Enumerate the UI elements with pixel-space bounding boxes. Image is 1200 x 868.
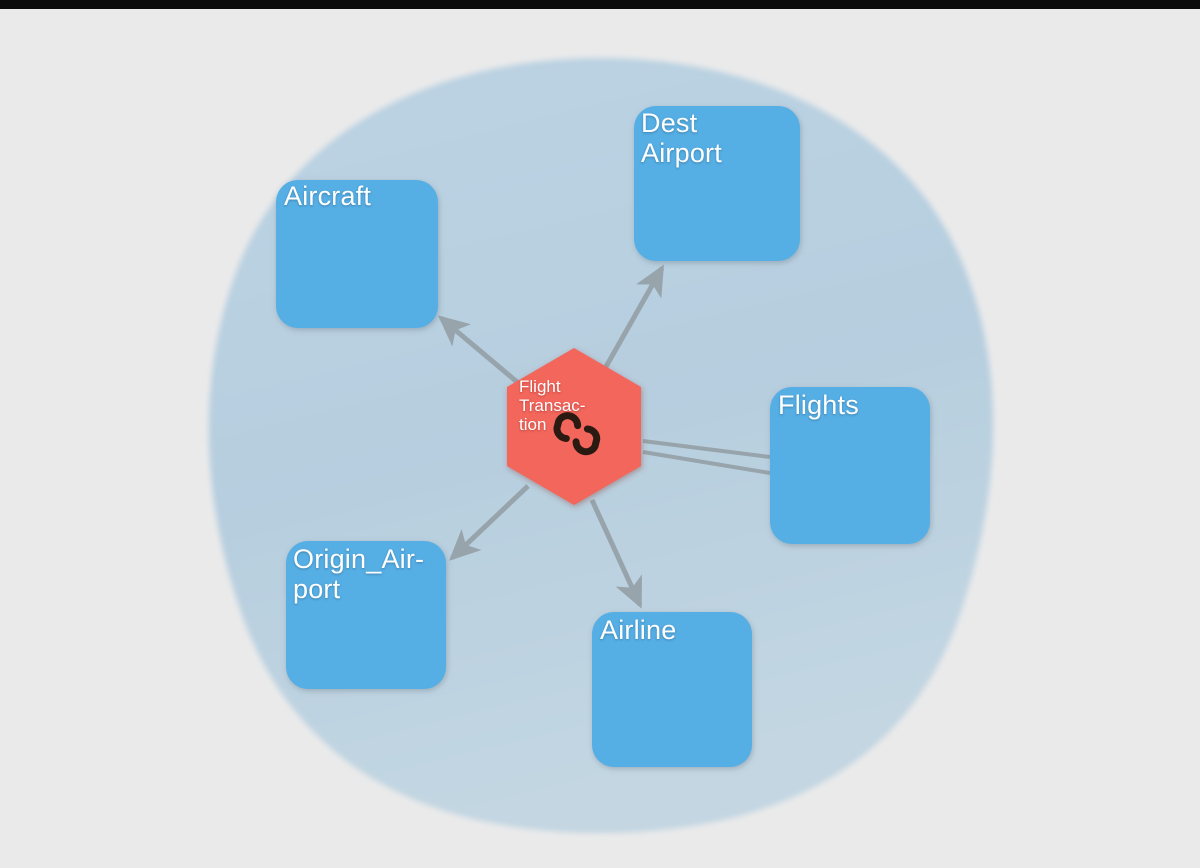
entity-node-origin-airport[interactable]	[286, 541, 446, 689]
center-node-flight-transaction[interactable]	[507, 348, 641, 505]
edge-flight-transaction-to-airline	[589, 498, 643, 609]
link-icon	[553, 412, 601, 456]
entity-node-dest-airport[interactable]	[634, 106, 800, 261]
top-black-bar	[0, 0, 1200, 9]
edge-flight-transaction-to-dest-airport	[600, 264, 665, 374]
edge-flight-transaction-to-aircraft	[437, 315, 531, 394]
entity-node-aircraft[interactable]	[276, 180, 438, 328]
entity-node-airline[interactable]	[592, 612, 752, 767]
edge-layer	[437, 264, 771, 609]
edge-flight-transaction-to-origin-airport	[449, 484, 530, 561]
edge-flight-transaction-to-flights	[642, 439, 771, 475]
entity-node-flights[interactable]	[770, 387, 930, 544]
